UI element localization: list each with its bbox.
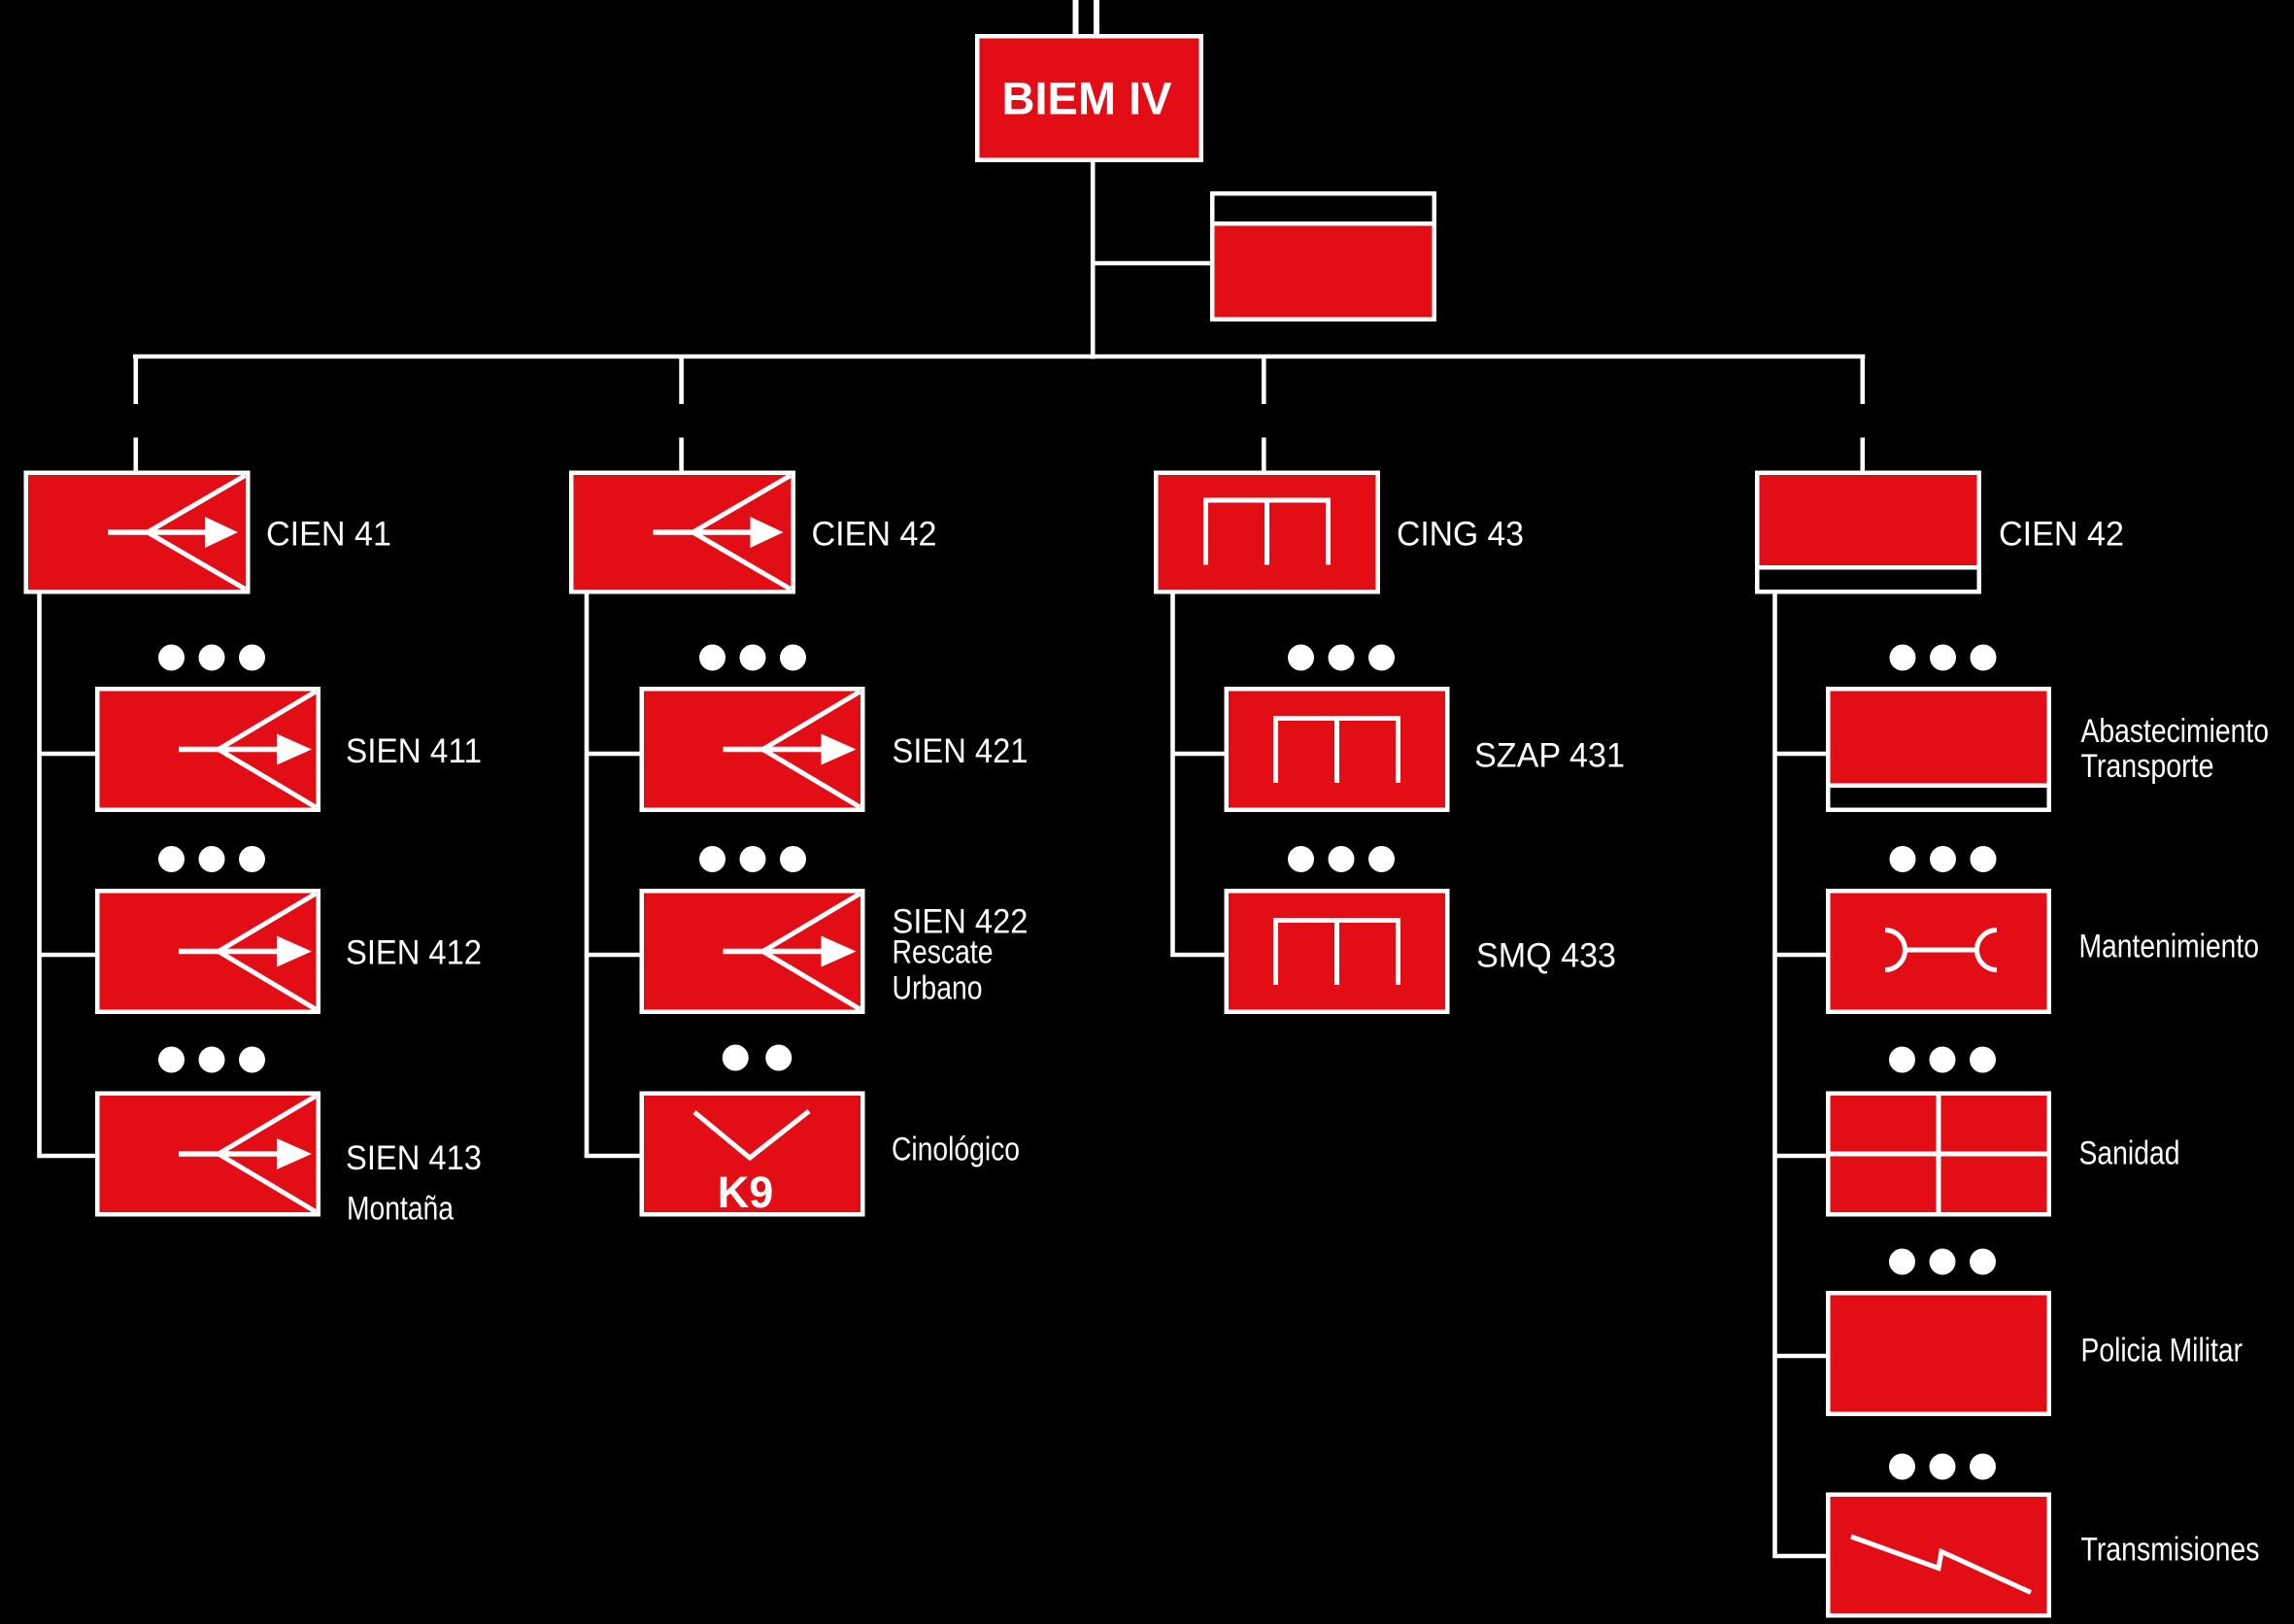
svg-text:Cinológico: Cinológico	[892, 1132, 1020, 1168]
svg-text:BIEM IV: BIEM IV	[1002, 73, 1173, 124]
svg-text:Sanidad: Sanidad	[2079, 1135, 2180, 1172]
svg-text:Urbano: Urbano	[893, 970, 983, 1007]
svg-text:Mantenimiento: Mantenimiento	[2079, 929, 2260, 965]
svg-text:Transporte: Transporte	[2081, 748, 2214, 785]
svg-text:Montaña: Montaña	[347, 1191, 455, 1228]
svg-text:SIEN 413: SIEN 413	[346, 1139, 482, 1177]
svg-text:SMQ 433: SMQ 433	[1476, 937, 1616, 975]
svg-text:Abastecimiento: Abastecimiento	[2081, 713, 2270, 750]
svg-text:SIEN 422: SIEN 422	[893, 903, 1029, 941]
svg-text:SIEN 421: SIEN 421	[893, 732, 1029, 770]
svg-text:SIEN 411: SIEN 411	[346, 732, 482, 770]
svg-text:Transmisiones: Transmisiones	[2081, 1532, 2260, 1569]
svg-text:CIEN 41: CIEN 41	[266, 516, 391, 554]
svg-text:SZAP 431: SZAP 431	[1474, 737, 1625, 775]
svg-text:CIEN 42: CIEN 42	[812, 516, 937, 554]
svg-text:SIEN 412: SIEN 412	[346, 934, 482, 972]
svg-text:CING 43: CING 43	[1397, 516, 1524, 554]
svg-text:Policia Militar: Policia Militar	[2081, 1333, 2243, 1370]
svg-text:CIEN 42: CIEN 42	[1999, 516, 2124, 554]
svg-text:Rescate: Rescate	[893, 934, 994, 971]
